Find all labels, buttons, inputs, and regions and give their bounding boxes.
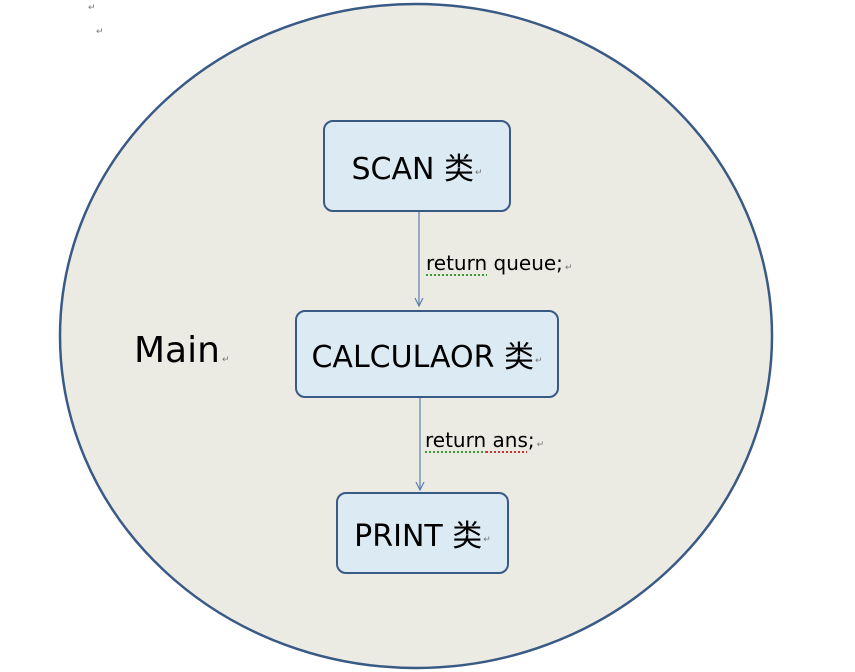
calculator-node[interactable]: CALCULAOR 类↵ [295, 310, 559, 398]
main-label: Main↵ [134, 330, 230, 371]
edge-label-return-queue: return queue;↵ [426, 251, 572, 280]
edge-label-tail: ; [527, 428, 535, 452]
paragraph-mark: ↵ [536, 440, 545, 450]
paragraph-mark: ↵ [88, 3, 96, 13]
paragraph-mark: ↵ [534, 356, 543, 366]
scan-node-label: SCAN 类 [351, 152, 474, 187]
edge-label-rest: ans [486, 428, 528, 452]
edge-keyword: return [426, 251, 488, 275]
paragraph-mark: ↵ [221, 355, 230, 365]
edge-label-return-ans: return ans;↵ [425, 428, 544, 457]
paragraph-mark: ↵ [96, 27, 104, 37]
main-label-text: Main [134, 330, 220, 371]
print-node-label: PRINT 类 [354, 519, 483, 554]
edge-label-rest: queue; [487, 251, 563, 275]
paragraph-mark: ↵ [564, 263, 573, 273]
paragraph-mark: ↵ [474, 168, 483, 178]
print-node[interactable]: PRINT 类↵ [336, 492, 509, 574]
calculator-node-label: CALCULAOR 类 [311, 340, 534, 375]
scan-node[interactable]: SCAN 类↵ [323, 120, 511, 212]
edge-keyword: return [425, 428, 487, 452]
paragraph-mark: ↵ [483, 535, 491, 545]
